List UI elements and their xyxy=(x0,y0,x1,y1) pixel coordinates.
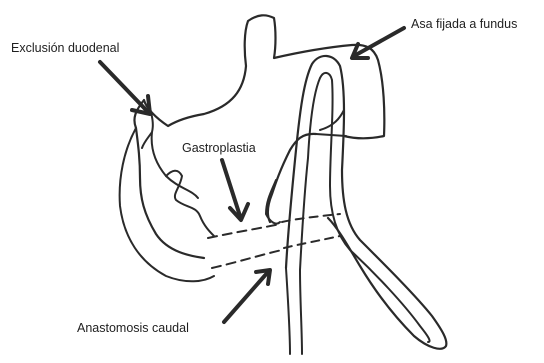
limb-crossing-lower xyxy=(284,236,340,248)
duodenum-outline xyxy=(120,108,214,281)
caudal-anastomosis-label: Anastomosis caudal xyxy=(77,322,189,335)
duodenal-exclusion-label: Exclusión duodenal xyxy=(11,42,119,55)
staple-line xyxy=(166,171,214,236)
division-line-lower xyxy=(212,250,282,268)
gastroplasty-label: Gastroplastia xyxy=(182,142,256,155)
jejunal-limb-inner xyxy=(286,73,430,354)
loop-fixed-to-fundus-label: Asa fijada a fundus xyxy=(411,18,517,31)
division-line-upper xyxy=(208,224,280,238)
pouch-wall xyxy=(266,180,280,224)
arrow-exclusion-shaft xyxy=(100,62,148,112)
stomach-outline xyxy=(134,15,384,258)
arrow-anasto-shaft xyxy=(224,272,268,322)
arrow-asa-shaft xyxy=(354,28,404,56)
jejunal-limb-outer xyxy=(286,56,446,349)
